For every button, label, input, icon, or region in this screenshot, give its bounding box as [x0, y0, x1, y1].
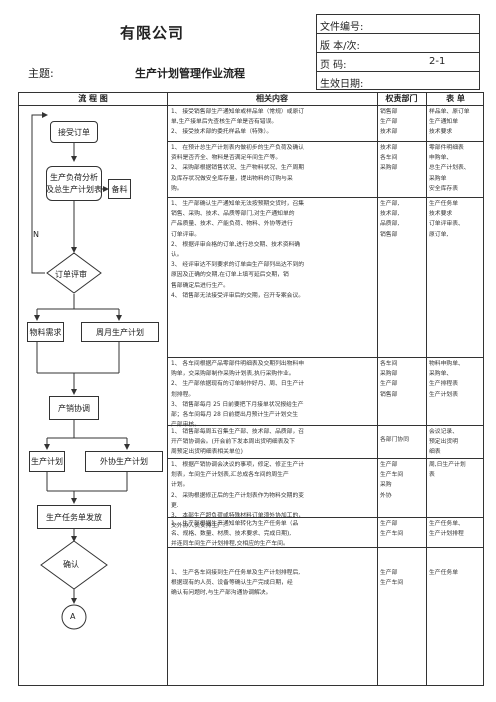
row-form: 生产任务单 技术要求 订单评审表、 原订单,	[429, 201, 464, 238]
page-value: 2-1	[429, 56, 446, 67]
page-label: 页 码:	[320, 60, 347, 71]
row-form: 生产任务单	[429, 570, 458, 576]
effective-date-label: 生效日期:	[320, 79, 364, 90]
flow-connector-a: A	[70, 612, 76, 621]
company-name: 有限公司	[120, 24, 185, 42]
row-divider	[167, 197, 483, 198]
col-divider	[426, 93, 427, 685]
row-dept: 各车间 采购部 生产部 销售部	[380, 361, 398, 398]
col-header-content: 相关内容	[256, 94, 288, 103]
process-title: 生产计划管理作业流程	[135, 67, 245, 80]
flow-material-demand-node: 物料需求	[27, 322, 64, 342]
page-row: 页 码: 2-1	[317, 53, 479, 72]
theme-label: 主题:	[28, 67, 54, 80]
flow-receive-order-node: 接受订单	[50, 121, 98, 143]
flow-dispatch-node: 生产任务单发放	[37, 505, 111, 529]
row-content: 1、 销售部每周五召集生产部、技术部、品质部，召 开产销协调会。(开会前下发本周…	[171, 429, 305, 456]
row-content: 1、 生产部确认生产通知单无法按预期交货时，召集 销售、采购、技术、品质等部门,…	[171, 201, 305, 299]
flowchart-connectors	[31, 112, 130, 630]
flow-stock-node: 备料	[108, 179, 131, 199]
row-dept: 生产部 生产车间	[380, 570, 404, 587]
row-divider	[167, 517, 483, 518]
version-row: 版 本/次:	[317, 34, 479, 53]
col-divider	[167, 93, 168, 685]
row-form: 零部件明细表 申购单、 总生产计划表、 采购单 安全库存表	[429, 145, 470, 192]
row-content: 1、 生产部根据生产通知单转化为生产任务单（品 名、规格、数量、材质、技术要求、…	[171, 521, 299, 548]
row-divider	[167, 458, 483, 459]
row-form: 物料申购单、 采购单、 生产排程表 生产计划表	[429, 361, 464, 398]
row-content: 1、 根据产销协调会决议的事项，修定、修正生产计 划表，车间生产计划表,汇总成各…	[171, 462, 305, 530]
flow-weekly-plan-node: 周月生产计划	[81, 322, 159, 342]
process-table: 流 程 图 相关内容 权责部门 表 单 1、 接受销售部生产通知单或样品单（常规…	[18, 92, 484, 686]
row-dept: 生产部 生产车间 采购 外协	[380, 462, 404, 499]
doc-no-label: 文件编号:	[320, 22, 364, 33]
row-form: 周,日生产计划 表	[429, 462, 466, 479]
row-content: 1、 在预计总生产计划表内做初步的生产负荷及确认 资料是否齐全、物料是否满足年间…	[171, 145, 305, 192]
flow-load-analysis-node: 生产负荷分析 及总生产计划表	[46, 166, 102, 201]
effective-date-row: 生效日期:	[317, 72, 479, 91]
row-dept: 技术部 各车间 采购部	[380, 145, 398, 172]
row-form: 样品单、原订单 生产通知单 技术要求	[429, 109, 470, 136]
col-header-dept: 权责部门	[385, 94, 418, 103]
row-dept: 销售部 生产部 技术部	[380, 109, 398, 136]
document-meta-box: 文件编号: 版 本/次: 页 码: 2-1 生效日期:	[316, 14, 480, 90]
row-divider	[19, 105, 483, 106]
row-form: 生产任务单、 生产计划排程	[429, 521, 464, 538]
col-divider	[377, 93, 378, 685]
flow-outsource-plan-node: 外协生产计划	[85, 451, 163, 472]
flow-production-plan-node: 生产计划	[29, 451, 65, 472]
flow-coordination-node: 产销协调	[49, 396, 99, 420]
flow-confirm-node: 确认	[63, 560, 79, 569]
flow-n-label: N	[33, 230, 39, 239]
row-dept: 各部门协同	[380, 437, 409, 443]
row-divider	[167, 425, 483, 426]
row-dept: 生产部, 技术部, 品质部, 销售部	[380, 201, 400, 238]
row-divider	[167, 141, 483, 142]
col-header-form: 表 单	[446, 94, 465, 103]
row-divider	[167, 547, 483, 548]
row-divider	[167, 357, 483, 358]
doc-no-row: 文件编号:	[317, 15, 479, 34]
col-header-flow: 流 程 图	[78, 94, 108, 103]
row-content: 1、 接受销售部生产通知单或样品单（常规）或原订 单,生产接单后先查核生产单是否…	[171, 109, 305, 136]
row-dept: 生产部 生产车间	[380, 521, 404, 538]
version-label: 版 本/次:	[320, 41, 360, 52]
row-form: 会议记录、 预定出货明 细表	[429, 429, 458, 456]
row-content: 1、 各车间根据产品零部件明细表及交期列出物料申 购单，交采购部制作采购计划表,…	[171, 361, 305, 429]
row-content: 1、 生产各车间接到生产任务单及生产计划排程后, 根据现有的人员、设备等确认生产…	[171, 570, 301, 597]
flow-review-node: 订单评审	[55, 270, 87, 279]
